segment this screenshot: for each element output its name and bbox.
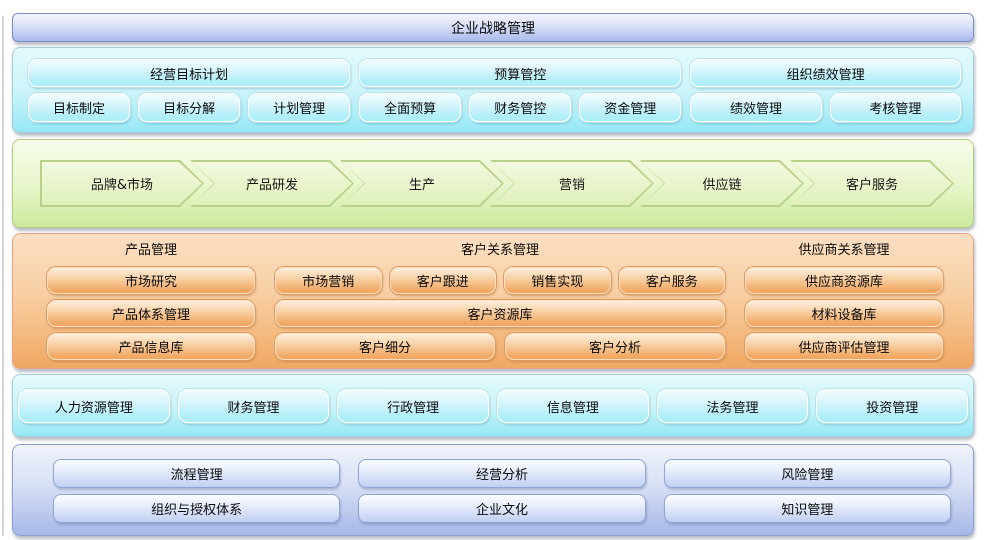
column-row: 供应商评估管理 — [735, 333, 953, 360]
group-goal-planning: 经营目标计划 目标制定 目标分解 计划管理 — [28, 59, 351, 132]
diagram-title: 企业战略管理 — [451, 20, 535, 37]
block-finance-control: 财务管控 — [469, 93, 572, 122]
column-row: 材料设备库 — [735, 300, 953, 327]
block-admin-management: 行政管理 — [337, 389, 490, 423]
block-business-analysis: 经营分析 — [358, 459, 646, 488]
column-customer-relationship: 客户关系管理 市场营销 客户跟进 销售实现 客户服务 客户资源库 客户细分 客户… — [275, 240, 725, 368]
column-row: 产品体系管理 — [37, 300, 265, 327]
step-label: 客户服务 — [792, 162, 952, 205]
block-performance-management: 绩效管理 — [690, 93, 822, 122]
block-investment-management: 投资管理 — [816, 389, 969, 423]
block-customer-analysis: 客户分析 — [505, 333, 725, 360]
block-material-equipment-library: 材料设备库 — [745, 300, 943, 327]
foundation-row: 流程管理 经营分析 风险管理 — [53, 459, 951, 488]
column-row: 市场研究 — [37, 267, 265, 294]
block-market-research: 市场研究 — [47, 267, 255, 294]
block-goal-decomposition: 目标分解 — [138, 93, 241, 122]
block-capital-management: 资金管理 — [579, 93, 682, 122]
block-customer-segmentation: 客户细分 — [275, 333, 495, 360]
foundation-band: 流程管理 经营分析 风险管理 组织与授权体系 企业文化 知识管理 — [12, 444, 974, 536]
group-header: 组织绩效管理 — [690, 59, 961, 87]
chevron-step-customer-service: 客户服务 — [790, 160, 954, 207]
step-label: 供应链 — [642, 162, 802, 205]
block-process-management: 流程管理 — [53, 459, 341, 488]
block-customer-follow-up: 客户跟进 — [389, 267, 496, 294]
block-product-info-library: 产品信息库 — [47, 333, 255, 360]
step-label: 产品研发 — [192, 162, 352, 205]
block-risk-management: 风险管理 — [663, 459, 951, 488]
strategy-title-bar: 企业战略管理 — [12, 13, 974, 42]
block-full-budget: 全面预算 — [359, 93, 462, 122]
step-label: 生产 — [342, 162, 502, 205]
column-supplier-relationship: 供应商关系管理 供应商资源库 材料设备库 供应商评估管理 — [735, 240, 953, 368]
group-header: 预算管控 — [359, 59, 682, 87]
block-org-authorization-system: 组织与授权体系 — [53, 494, 341, 523]
step-label: 营销 — [492, 162, 652, 205]
block-market-marketing: 市场营销 — [275, 267, 382, 294]
block-goal-setting: 目标制定 — [28, 93, 131, 122]
block-hr-management: 人力资源管理 — [18, 389, 170, 423]
column-row: 客户资源库 — [275, 300, 725, 327]
group-org-performance: 组织绩效管理 绩效管理 考核管理 — [690, 59, 961, 132]
block-customer-service: 客户服务 — [618, 267, 725, 294]
block-legal-management: 法务管理 — [656, 389, 809, 423]
column-row: 产品信息库 — [37, 333, 265, 360]
block-supplier-resource-library: 供应商资源库 — [745, 267, 943, 294]
group-budget-control: 预算管控 全面预算 财务管控 资金管理 — [359, 59, 682, 132]
block-customer-resource-library: 客户资源库 — [275, 300, 725, 327]
block-assessment-management: 考核管理 — [829, 93, 961, 122]
block-product-system-management: 产品体系管理 — [47, 300, 255, 327]
core-business-band: 产品管理 市场研究 产品体系管理 产品信息库 客户关系管理 市场营销 客户跟进 … — [12, 233, 974, 369]
block-corporate-culture: 企业文化 — [358, 494, 646, 523]
chevron-step-product-rd: 产品研发 — [190, 160, 354, 207]
block-finance-management: 财务管理 — [177, 389, 330, 423]
column-title: 客户关系管理 — [460, 243, 539, 258]
value-chain-band: 品牌&市场 产品研发 生产 营销 供应链 客户服务 — [12, 139, 974, 228]
column-row: 客户细分 客户分析 — [275, 333, 725, 360]
chevron-step-brand-market: 品牌&市场 — [40, 160, 204, 207]
group-items: 绩效管理 考核管理 — [690, 93, 961, 122]
column-row: 市场营销 客户跟进 销售实现 客户服务 — [275, 267, 725, 294]
column-row: 供应商资源库 — [735, 267, 953, 294]
group-items: 目标制定 目标分解 计划管理 — [28, 93, 351, 122]
block-plan-management: 计划管理 — [248, 93, 351, 122]
strategy-control-band: 经营目标计划 目标制定 目标分解 计划管理 预算管控 全面预算 财务管控 资金管… — [12, 47, 974, 133]
block-information-management: 信息管理 — [497, 389, 649, 423]
screen-edge-line — [2, 16, 4, 536]
step-label: 品牌&市场 — [42, 162, 202, 205]
foundation-row: 组织与授权体系 企业文化 知识管理 — [53, 494, 951, 523]
block-supplier-evaluation-management: 供应商评估管理 — [745, 333, 943, 360]
group-items: 全面预算 财务管控 资金管理 — [359, 93, 682, 122]
chevron-step-production: 生产 — [340, 160, 504, 207]
chevron-step-supply-chain: 供应链 — [640, 160, 804, 207]
column-title: 产品管理 — [124, 243, 177, 258]
support-functions-band: 人力资源管理 财务管理 行政管理 信息管理 法务管理 投资管理 — [12, 374, 974, 437]
column-product-management: 产品管理 市场研究 产品体系管理 产品信息库 — [37, 240, 265, 368]
column-title: 供应商关系管理 — [798, 243, 890, 258]
block-knowledge-management: 知识管理 — [663, 494, 951, 523]
block-sales-realization: 销售实现 — [504, 267, 611, 294]
group-header: 经营目标计划 — [28, 59, 351, 87]
chevron-step-marketing: 营销 — [490, 160, 654, 207]
